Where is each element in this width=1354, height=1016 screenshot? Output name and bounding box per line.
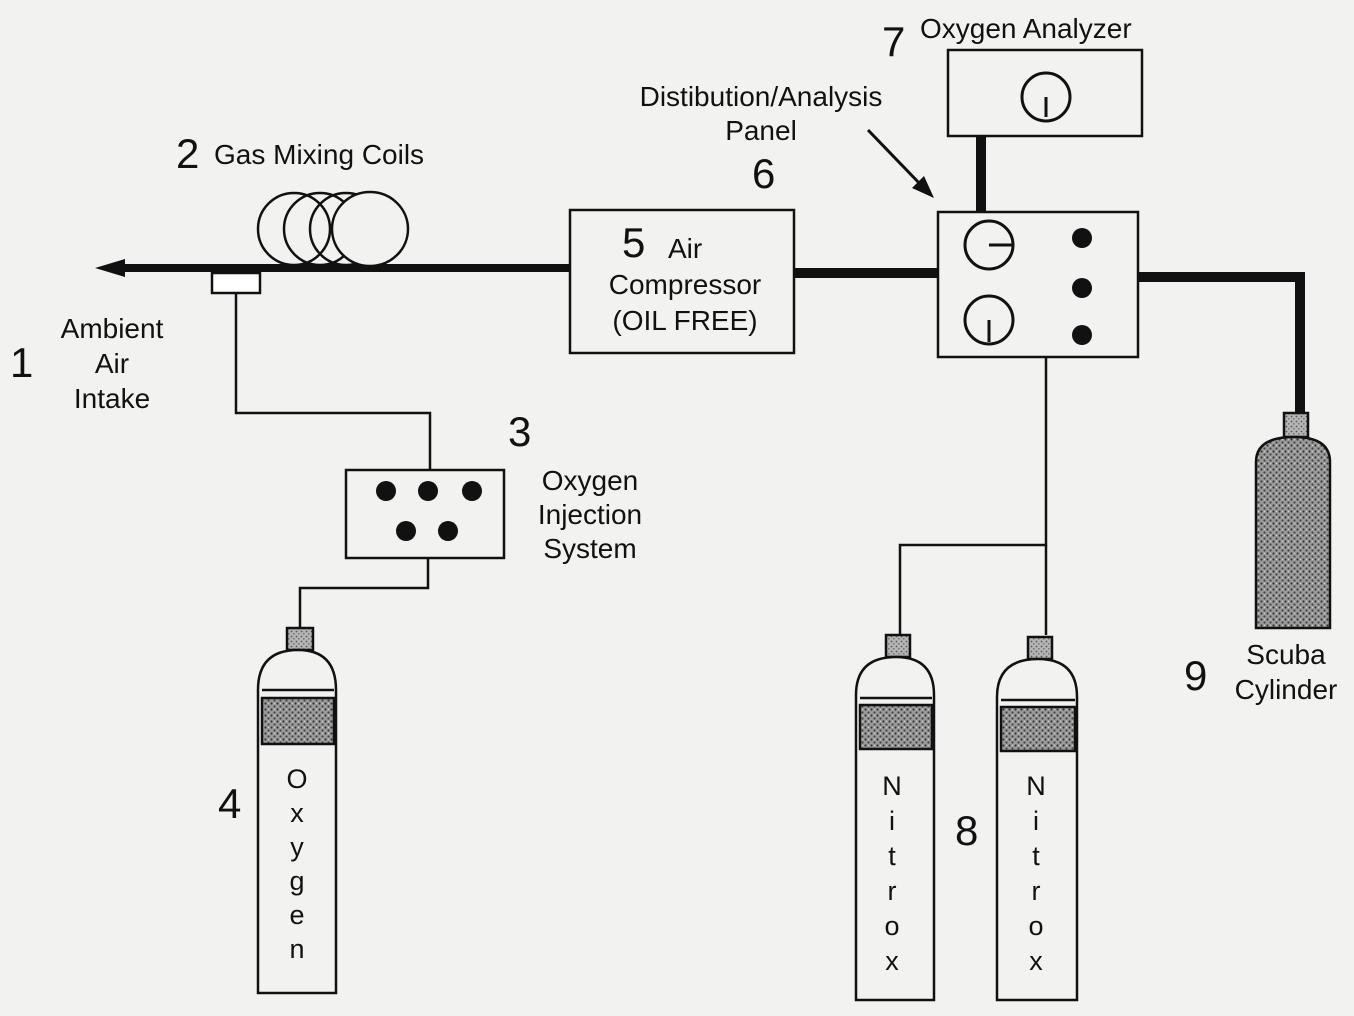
air-compressor-label-line2: Compressor [609,269,761,300]
nitrox-tank-1 [854,633,936,1002]
main-air-line [95,259,1305,413]
nitrox-tank-1-text-letter: t [888,841,896,871]
distribution-panel-label-line2: Panel [725,115,797,146]
analyzer-gauge-icon [1020,71,1072,123]
scuba-cylinder-label-line2: Cylinder [1235,674,1338,705]
distribution-panel-box [936,210,1140,359]
ambient-air-intake-label-line2: Air [95,348,129,379]
number-6: 6 [752,150,775,197]
nitrox-tank-1-text-letter: i [889,806,895,836]
oxygen-tank-text-letter: g [289,866,304,896]
nitrox-tank-2 [995,635,1079,1002]
nitrox-tank-1-text-letter: o [884,911,899,941]
nitrox-tank-1-text-letter: N [882,771,902,801]
oxygen-analyzer-label: Oxygen Analyzer [920,13,1132,44]
oxygen-tank-text: Oxygen [286,764,307,964]
nitrox-tank-1-text-letter: r [888,876,897,906]
number-9: 9 [1184,652,1207,699]
nitrox-tank-2-text-letter: i [1033,806,1039,836]
nitrox-tank-2-text-letter: N [1026,771,1046,801]
oxygen-analyzer-box [946,48,1144,138]
oxygen-tank-text-letter: y [290,832,304,862]
number-2: 2 [176,130,199,177]
oxygen-tank-text-letter: O [286,764,307,794]
number-1: 1 [10,339,33,386]
oxygen-supply-line [298,558,430,628]
panel-gauge-lower-icon [963,294,1015,346]
gas-mixing-coils-label: Gas Mixing Coils [214,139,424,170]
t-fitting [210,271,262,295]
scuba-cylinder-label-line1: Scuba [1246,639,1326,670]
number-4: 4 [218,780,241,827]
number-7: 7 [882,18,905,65]
oxygen-injection-box [344,468,506,560]
oxygen-injection-label-line2: Injection [538,499,642,530]
number-5: 5 [622,219,645,266]
ambient-air-intake-label-line1: Ambient [61,313,164,344]
air-compressor-box [568,208,796,355]
oxygen-tank-text-letter: x [290,798,304,828]
air-compressor-label-line3: (OIL FREE) [612,305,757,336]
nitrox-tank-2-text-letter: t [1032,841,1040,871]
nitrox-tank-2-text-letter: o [1028,911,1043,941]
number-8: 8 [955,807,978,854]
ambient-air-intake-label-line3: Intake [74,383,150,414]
number-3: 3 [508,408,531,455]
nitrox-tank-1-text-letter: x [885,946,899,976]
oxygen-injection-feed-line [234,293,432,470]
gas-mixing-coils [256,190,410,268]
oxygen-tank-text-letter: e [289,900,304,930]
nitrox-tank-2-text-letter: r [1032,876,1041,906]
oxygen-tank-text-letter: n [289,934,304,964]
scuba-cylinder [1254,411,1332,630]
distribution-panel-label-line1: Distibution/Analysis [640,81,883,112]
air-compressor-label-line1: Air [668,233,702,264]
panel-pointer-arrow-icon [866,128,934,198]
oxygen-tank [256,626,338,995]
panel-gauge-upper-icon [963,219,1015,271]
oxygen-injection-label-line3: System [543,533,636,564]
nitrox-tank-2-text-letter: x [1029,946,1043,976]
oxygen-injection-label-line1: Oxygen [542,465,639,496]
nitrox-distribution-line [898,357,1048,635]
